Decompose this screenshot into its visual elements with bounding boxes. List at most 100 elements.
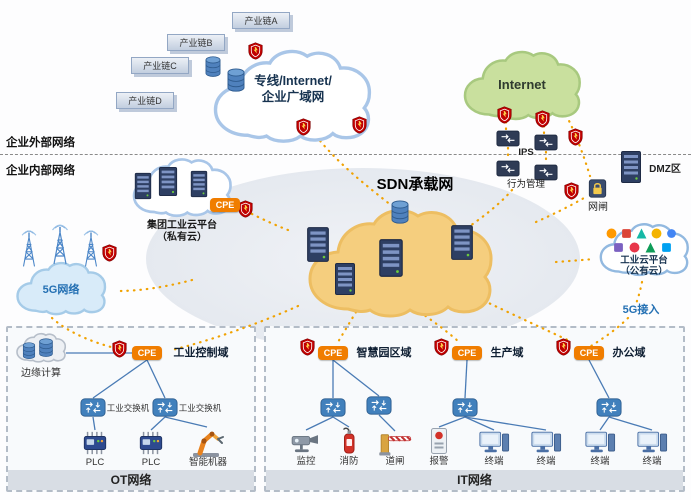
alarm-device-icon [428, 426, 450, 456]
wan-cloud-label-line2: 企业广域网 [261, 90, 325, 104]
edge-computing-db-icon [38, 338, 54, 358]
cloud-vendor-icon [622, 229, 631, 238]
sdn-server-rack-icon [378, 238, 404, 278]
security-shield-icon [535, 110, 550, 128]
smart-machine-label: 智能机器 [188, 457, 227, 468]
public-cloud-label-line2: （公有云） [620, 266, 668, 277]
cloud-vendor-icon [614, 243, 623, 252]
terminal-pc-icon [636, 430, 668, 456]
cloud-vendor-icon [651, 228, 662, 239]
sdn-server-rack-icon [306, 226, 330, 263]
five-g-cloud-label: 5G网络 [42, 284, 80, 296]
industrial-switch-icon [80, 398, 106, 417]
cctv-camera-icon [290, 430, 322, 454]
public-cloud-label-line1: 工业云平台 [620, 255, 668, 266]
telecom-tower-icon [80, 228, 102, 270]
production-cpe-tag: CPE [452, 346, 482, 360]
terminal-pc-icon [530, 430, 562, 456]
cloud-vendor-icon [645, 242, 656, 253]
fire-extinguisher-icon [340, 426, 358, 456]
terminal-label: 终端 [590, 456, 610, 467]
internal-zone-label: 企业内部网络 [6, 165, 75, 177]
security-shield-icon [556, 338, 571, 356]
industrial-switch-icon [152, 398, 178, 417]
terminal-label: 终端 [484, 456, 504, 467]
cloud-vendor-icon [662, 243, 671, 252]
gatekeeper-label: 网闸 [588, 202, 608, 213]
campus-domain-label: 智慧园区域 [356, 347, 412, 359]
industry-chain-c-box: 产业链C [131, 57, 189, 74]
campus-cpe-tag: CPE [318, 346, 348, 360]
terminal-pc-icon [478, 430, 510, 456]
sdn-title: SDN承载网 [376, 176, 454, 193]
industry-chain-d-box: 产业链D [116, 92, 174, 109]
ips-label: IPS [518, 147, 534, 158]
terminal-label: 终端 [536, 456, 556, 467]
security-shield-icon [352, 116, 367, 134]
security-shield-icon [564, 182, 579, 200]
edge-computing-db-icon [22, 342, 36, 360]
it-network-caption: IT网络 [266, 470, 683, 490]
security-shield-icon [112, 340, 127, 358]
ot-domain-label: 工业控制域 [173, 347, 229, 359]
ips-appliance-icon [496, 130, 520, 147]
security-shield-icon [568, 128, 583, 146]
dmz-label: DMZ区 [649, 164, 681, 175]
cloud-vendor-icon [667, 229, 676, 238]
industrial-switch-label: 工业交换机 [178, 403, 222, 413]
industry-chain-b-box: 产业链B [167, 34, 225, 51]
barrier-gate-icon [377, 432, 413, 456]
lan-switch-icon [366, 396, 392, 415]
private-cloud-rack-icon [190, 170, 208, 198]
security-shield-icon [238, 200, 253, 218]
office-domain-label: 办公域 [612, 347, 646, 359]
private-cloud-rack-icon [134, 172, 152, 200]
cloud-vendor-icon [606, 228, 617, 239]
security-shield-icon [300, 338, 315, 356]
telecom-tower-icon [18, 228, 40, 270]
internet-label: Internet [498, 77, 546, 92]
cctv-label: 监控 [296, 456, 316, 467]
sdn-server-rack-icon [450, 224, 474, 261]
private-cloud-rack-icon [158, 166, 178, 197]
dmz-server-icon [620, 150, 642, 184]
plc-label: PLC [141, 457, 161, 468]
zone-separator-line [0, 154, 691, 155]
terminal-pc-icon [584, 430, 616, 456]
private-cloud-label-line1: 集团工业云平台 [147, 220, 217, 231]
security-shield-icon [497, 106, 512, 124]
private-cloud-label-line2: （私有云） [157, 232, 207, 243]
security-shield-icon [296, 118, 311, 136]
lan-switch-icon [320, 398, 346, 417]
security-shield-icon [434, 338, 449, 356]
wan-cloud-label-line1: 专线/Internet/ [254, 74, 332, 88]
terminal-label: 终端 [642, 456, 662, 467]
cloud-vendor-icon [629, 242, 640, 253]
industry-chain-a-box: 产业链A [232, 12, 290, 29]
office-cpe-tag: CPE [574, 346, 604, 360]
gate-label: 道闸 [385, 456, 405, 467]
private-cloud-cpe-tag: CPE [210, 198, 240, 212]
security-shield-icon [102, 244, 117, 262]
ot-network-caption: OT网络 [8, 470, 254, 490]
five-g-access-label: 5G接入 [622, 304, 660, 316]
lan-switch-icon [452, 398, 478, 417]
sdn-server-rack-icon [334, 262, 356, 296]
behavior-mgmt-label: 行为管理 [506, 179, 545, 190]
ot-cpe-tag: CPE [132, 346, 162, 360]
plc-label: PLC [85, 457, 105, 468]
external-zone-label: 企业外部网络 [6, 137, 75, 149]
plc-device-icon [138, 430, 164, 456]
production-domain-label: 生产域 [490, 347, 524, 359]
gatekeeper-lock-icon [588, 178, 607, 199]
industrial-switch-label: 工业交换机 [106, 403, 150, 413]
cloud-vendor-icon [636, 228, 647, 239]
security-shield-icon [248, 42, 263, 60]
sdn-database-icon [390, 200, 410, 225]
behavior-mgmt-appliance-icon [496, 160, 520, 177]
lan-switch-icon [596, 398, 622, 417]
plc-device-icon [82, 430, 108, 456]
robot-arm-icon [190, 426, 226, 458]
alarm-label: 报警 [429, 456, 449, 467]
